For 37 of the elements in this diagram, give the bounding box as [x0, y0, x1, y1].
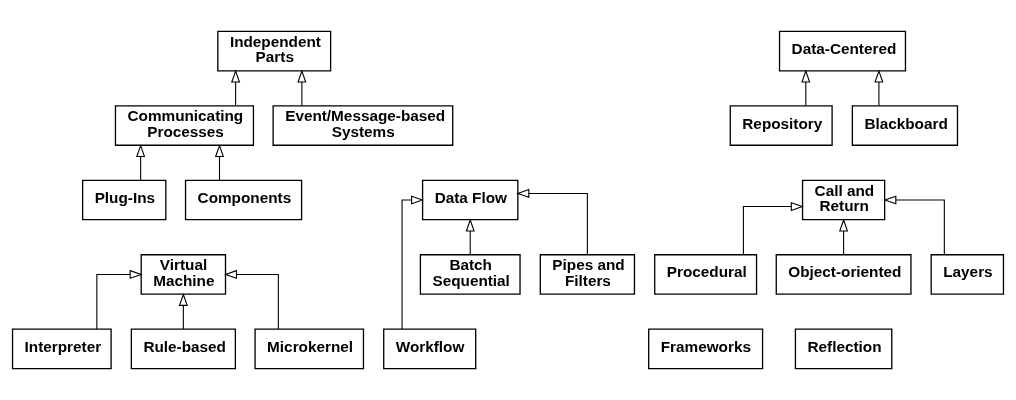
node-box: Pipes and Filters	[539, 254, 636, 295]
arrow	[742, 201, 804, 255]
node-box: Procedural	[654, 254, 758, 295]
node-box: Rule-based	[130, 328, 236, 370]
arrow	[874, 69, 884, 107]
arrow	[136, 143, 146, 181]
node-box: Object-oriented	[775, 254, 912, 295]
arrow	[231, 69, 241, 107]
node-box: Interpreter	[11, 328, 112, 370]
arrow	[214, 143, 225, 181]
node-box: Data Flow	[421, 179, 519, 221]
node-box: Call and Return	[801, 179, 886, 221]
node-box: Independent Parts	[217, 30, 332, 72]
node-box: Reflection	[794, 328, 893, 370]
node-box: Microkernel	[254, 328, 365, 370]
node-box: Blackboard	[851, 105, 959, 146]
node-box: Workflow	[383, 328, 477, 370]
node-box: Data-Centered	[778, 30, 907, 72]
node-box: Frameworks	[648, 328, 764, 370]
arrow	[516, 188, 588, 255]
arrow	[401, 195, 425, 330]
node-box: Event/Message-based Systems	[272, 105, 454, 146]
node-box: Plug-Ins	[81, 179, 167, 221]
arrow	[801, 69, 811, 107]
arrow	[178, 292, 188, 330]
arrow	[297, 69, 307, 107]
arrow	[96, 269, 143, 330]
node-box: Layers	[930, 254, 1005, 295]
arrow	[465, 218, 475, 256]
arrow	[883, 195, 945, 256]
node-box: Communicating Processes	[114, 105, 255, 146]
arrow	[223, 269, 279, 330]
node-box: Repository	[729, 105, 833, 146]
node-box: Virtual Machine	[140, 254, 227, 295]
arrow	[839, 218, 849, 256]
node-box: Batch Sequential	[419, 254, 521, 295]
node-box: Components	[184, 179, 303, 221]
